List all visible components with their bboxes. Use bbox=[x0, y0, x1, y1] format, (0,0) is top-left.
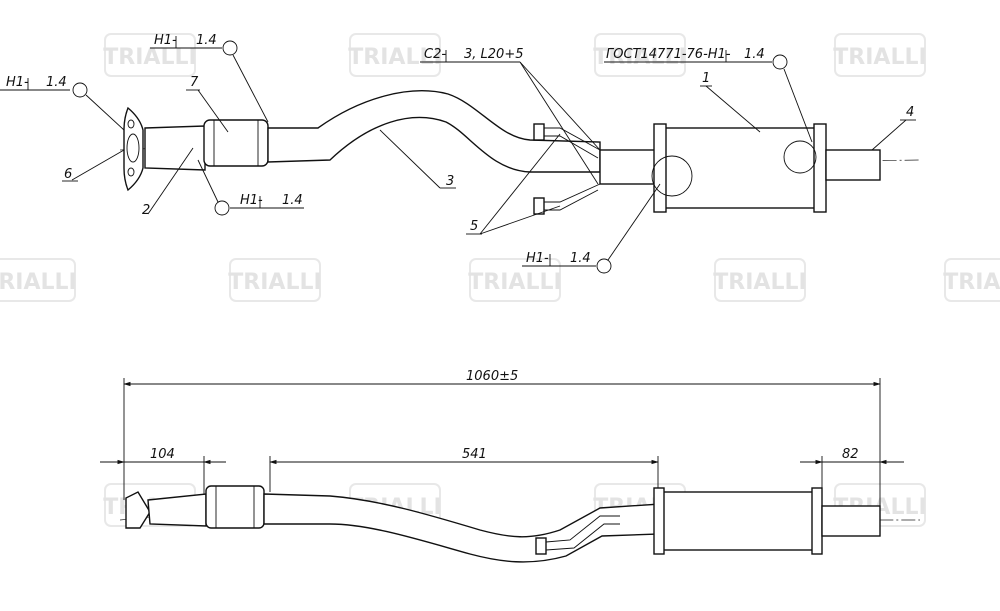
pipe-part-3 bbox=[267, 90, 601, 173]
weld-c2: C2- bbox=[424, 47, 446, 62]
watermark-logo: TRIALLI bbox=[713, 270, 806, 295]
watermark-frame bbox=[229, 258, 321, 302]
watermark-frame bbox=[104, 33, 196, 77]
pipe-part-2 bbox=[144, 125, 206, 171]
side-view: 1060±5 104 541 82 bbox=[100, 369, 920, 563]
part-label-1: 1 bbox=[702, 71, 710, 86]
watermark-frame bbox=[714, 258, 806, 302]
watermark-logo: TRIALLI bbox=[348, 45, 441, 70]
muffler-part-1 bbox=[651, 123, 827, 213]
flange-part-6 bbox=[123, 106, 144, 192]
watermark-logo: TRIALLI bbox=[468, 270, 561, 295]
part-label-6: 6 bbox=[64, 167, 72, 182]
side-flange bbox=[125, 491, 151, 529]
flex-joint-part-7 bbox=[203, 119, 269, 167]
weld-gost: ГОСТ14771-76-H1- bbox=[606, 47, 731, 62]
bracket-part-5 bbox=[533, 123, 601, 215]
watermark-logo: TRIALLI bbox=[0, 270, 77, 295]
tailpipe-part-4 bbox=[825, 149, 881, 181]
part-label-5: 5 bbox=[470, 219, 478, 234]
weld-h1-top: H1- bbox=[154, 33, 177, 48]
weld-c2-size: 3, L20+5 bbox=[464, 47, 523, 62]
watermark-frame bbox=[349, 33, 441, 77]
weld-h1-mid-size: 1.4 bbox=[282, 193, 303, 208]
part-labels: 6 2 7 3 5 1 4 bbox=[62, 71, 916, 235]
dim-middle: 541 bbox=[462, 447, 487, 462]
side-muffler bbox=[653, 487, 823, 555]
dim-overall-length: 1060±5 bbox=[466, 369, 518, 384]
dimensions: 1060±5 104 541 82 bbox=[100, 369, 904, 506]
watermark-logo: TRIALLI bbox=[593, 45, 686, 70]
side-pipe-2 bbox=[147, 493, 207, 527]
weld-gost-size: 1.4 bbox=[744, 47, 765, 62]
connector-pipe bbox=[599, 149, 661, 185]
part-label-2: 2 bbox=[142, 203, 150, 218]
weld-h1-bottom: H1- bbox=[526, 251, 549, 266]
watermark-frame bbox=[834, 33, 926, 77]
dim-right: 82 bbox=[842, 447, 859, 462]
weld-h1-left-size: 1.4 bbox=[46, 75, 67, 90]
weld-symbols: H1- 1.4 H1- 1.4 H1- 1.4 C2- 3, L20+5 bbox=[0, 33, 813, 274]
watermark-logo: TRIALLI bbox=[228, 270, 321, 295]
watermark-logo: TRIALLI bbox=[943, 270, 1000, 295]
watermark-frame bbox=[594, 33, 686, 77]
weld-h1-top-size: 1.4 bbox=[196, 33, 217, 48]
watermark-frame bbox=[469, 258, 561, 302]
dim-left: 104 bbox=[150, 447, 175, 462]
top-view: 6 2 7 3 5 1 4 H1- 1.4 bbox=[0, 33, 921, 274]
part-label-7: 7 bbox=[190, 75, 199, 90]
side-flex-joint bbox=[205, 485, 265, 529]
watermark-frame bbox=[944, 258, 1000, 302]
weld-h1-bottom-size: 1.4 bbox=[570, 251, 591, 266]
part-label-4: 4 bbox=[906, 105, 914, 120]
weld-h1-mid: H1- bbox=[240, 193, 263, 208]
weld-h1-left: H1- bbox=[6, 75, 29, 90]
part-label-3: 3 bbox=[446, 174, 454, 189]
watermark-logo: TRIALLI bbox=[103, 45, 196, 70]
watermark-logo: TRIALLI bbox=[833, 45, 926, 70]
side-brackets bbox=[535, 515, 620, 555]
watermark-frame bbox=[0, 258, 76, 302]
side-tailpipe bbox=[821, 505, 881, 537]
